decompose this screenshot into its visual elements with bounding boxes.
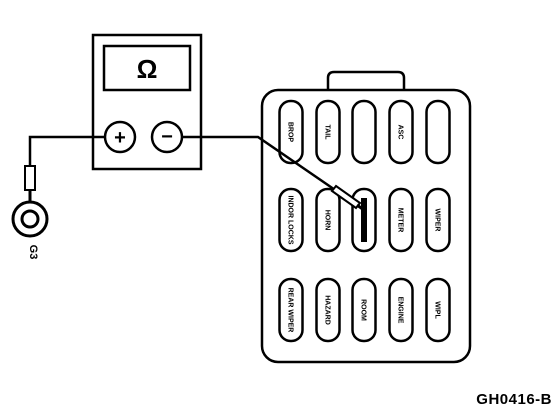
fuse-slot: HORN [315, 187, 341, 253]
fuse-slot: WIPL [425, 277, 451, 343]
fuse [425, 99, 451, 165]
fuse-slot [351, 99, 377, 165]
fuse-slot [425, 99, 451, 165]
negative-terminal-label: − [161, 126, 173, 148]
ohm-symbol: Ω [137, 54, 158, 84]
fuse-label: ROOM [360, 299, 367, 321]
ohmmeter: Ω + − [91, 33, 203, 171]
fuse-label: ENGINE [397, 297, 404, 324]
fuse-slot: METER [388, 187, 414, 253]
fuse [315, 99, 341, 165]
fuse-slot: WIPER [425, 187, 451, 253]
positive-probe [24, 165, 36, 191]
fuse-slot: ROOM [351, 277, 377, 343]
positive-lead-wire [28, 135, 105, 168]
fuse-label: TAIL [324, 124, 331, 140]
fuse [315, 277, 341, 343]
fuse [425, 187, 451, 253]
fuse-element-mark [361, 198, 367, 242]
fuse-grid: BROP TAIL ASC INDOR LOCKS HORN METER WIPER REAR… [278, 99, 451, 343]
fuse-label: INDOR LOCKS [287, 196, 294, 245]
negative-probe [330, 184, 362, 210]
fuse-slot [351, 187, 377, 253]
fuse-label: METER [397, 208, 404, 233]
fuse [388, 187, 414, 253]
fuse-label: BROP [287, 122, 294, 143]
ground-terminal-label: G3 [27, 245, 39, 260]
fuse [388, 277, 414, 343]
fuse-slot: INDOR LOCKS [278, 187, 304, 253]
fuse-label: REAR WIPER [287, 288, 294, 333]
fuse-slot: HAZARD [315, 277, 341, 343]
positive-terminal-label: + [114, 127, 126, 149]
fuse-label: ASC [397, 125, 404, 140]
meter-display [102, 44, 192, 92]
fuse-slot: BROP [278, 99, 304, 165]
fuse-panel: BROP TAIL ASC INDOR LOCKS HORN METER WIPER REAR… [260, 70, 472, 364]
ground-ring-inner [20, 209, 40, 229]
figure-id: GH0416-B [476, 391, 552, 408]
fuse-slot: REAR WIPER [278, 277, 304, 343]
fuse-slot: TAIL [315, 99, 341, 165]
fuse [388, 99, 414, 165]
negative-lead [182, 135, 365, 212]
fuse-slot: ENGINE [388, 277, 414, 343]
fuse [278, 99, 304, 165]
fuse [278, 187, 304, 253]
fuse [278, 277, 304, 343]
fuse-label: HAZARD [324, 295, 331, 325]
fuse-slot: ASC [388, 99, 414, 165]
negative-lead-wire [182, 135, 342, 196]
fuse [315, 187, 341, 253]
fuse [425, 277, 451, 343]
ground-terminal: G3 [11, 200, 49, 260]
fuse-label: WIPL [434, 301, 441, 319]
fuse [351, 99, 377, 165]
fuse [351, 277, 377, 343]
fuse-panel-tab [326, 70, 406, 90]
fuse-label: HORN [324, 210, 331, 231]
fuse-label: WIPER [434, 209, 441, 232]
